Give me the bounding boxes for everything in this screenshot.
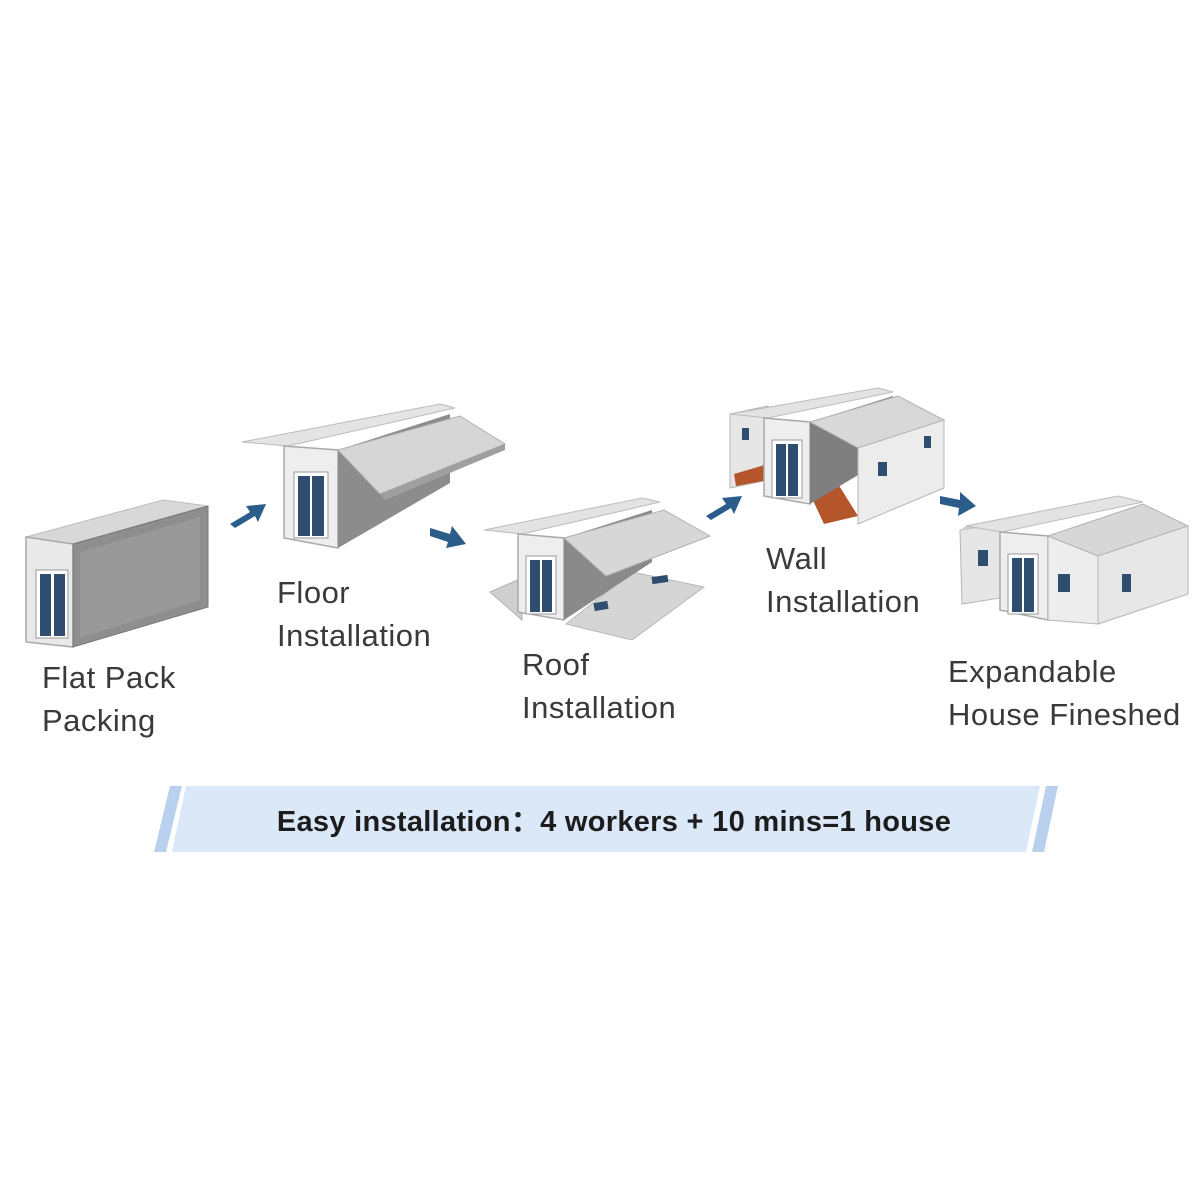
arrow-icon bbox=[706, 496, 742, 520]
step-label-line: House Fineshed bbox=[948, 697, 1181, 732]
step-label-line: Flat Pack bbox=[42, 660, 176, 695]
wall-installation-icon bbox=[729, 387, 946, 525]
step-label-line: Wall bbox=[766, 541, 828, 576]
step-label-line: Floor bbox=[277, 575, 351, 610]
step-label-line: Installation bbox=[766, 584, 921, 619]
floor-installation-icon bbox=[241, 403, 507, 549]
arrow-icon bbox=[430, 526, 466, 548]
arrow-icon bbox=[940, 492, 976, 516]
step-label-flat-pack: Flat Pack Packing bbox=[42, 656, 176, 742]
step-label-finished: Expandable House Fineshed bbox=[948, 650, 1181, 736]
step-label-line: Roof bbox=[522, 647, 590, 682]
arrow-icon bbox=[230, 504, 266, 528]
expandable-house-icon bbox=[959, 495, 1190, 625]
roof-installation-icon bbox=[483, 497, 712, 640]
container-icon bbox=[25, 499, 209, 648]
step-label-line: Installation bbox=[522, 690, 677, 725]
banner-shape bbox=[154, 786, 1058, 852]
step-label-line: Expandable bbox=[948, 654, 1117, 689]
installation-banner: Easy installation：4 workers + 10 mins=1 … bbox=[150, 784, 1065, 854]
step-label-line: Packing bbox=[42, 703, 156, 738]
step-label-roof: Roof Installation bbox=[522, 643, 676, 729]
step-label-line: Installation bbox=[277, 618, 432, 653]
step-label-wall: Wall Installation bbox=[766, 537, 920, 623]
banner-text: Easy installation：4 workers + 10 mins=1 … bbox=[276, 806, 952, 838]
step-label-floor: Floor Installation bbox=[277, 571, 431, 657]
